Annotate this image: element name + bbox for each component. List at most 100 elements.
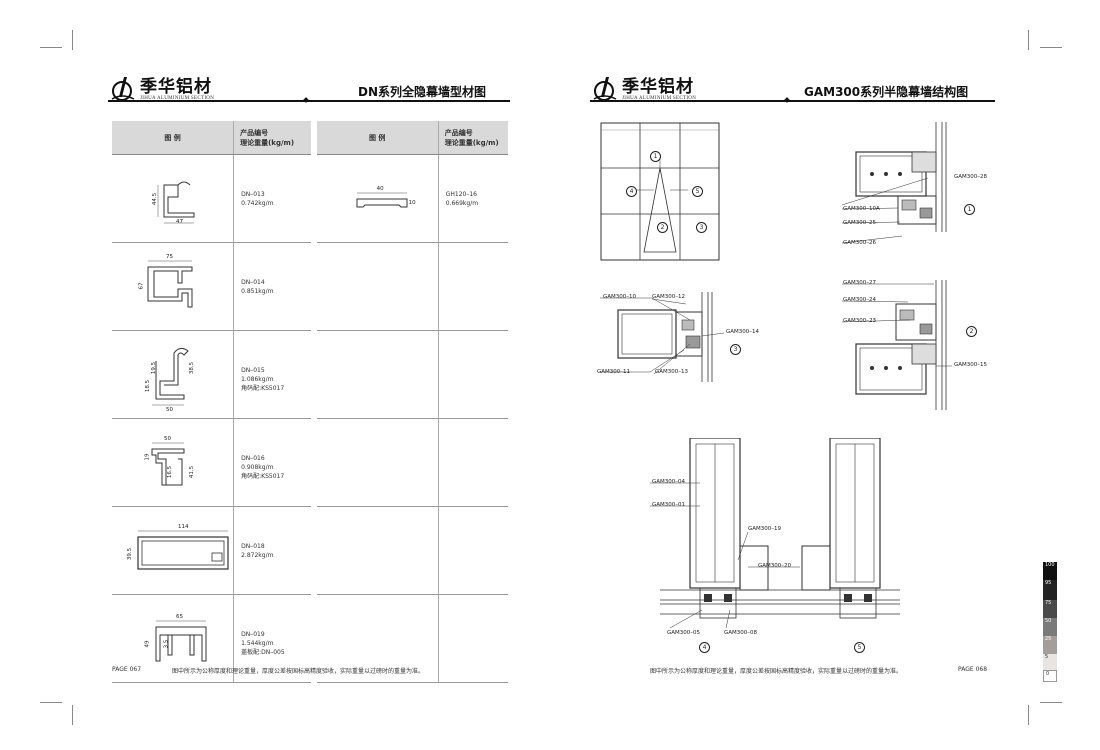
part-label: GAM300–23 xyxy=(843,318,877,324)
curtain-wall-elevation xyxy=(600,122,720,261)
profile-info-cell: DN–016 0.908kg/m 角码配:KS5017 xyxy=(233,418,311,507)
table-gap xyxy=(310,121,317,155)
callout-circle: 2 xyxy=(966,326,977,337)
part-label: GAM300–26 xyxy=(843,240,877,246)
part-label: GAM300–10 xyxy=(603,294,637,300)
page-title: DN系列全隐幕墙型材图 xyxy=(358,85,487,99)
profile-info xyxy=(440,596,507,630)
title-rule xyxy=(108,100,510,102)
page-title: GAM300系列半隐幕墙结构图 xyxy=(804,85,969,99)
profile-info xyxy=(440,244,507,278)
brand-emblem-icon xyxy=(111,77,135,101)
profile-drawing-cell xyxy=(316,242,439,331)
dim-label: 18.5 xyxy=(145,379,152,393)
dim-label: 19.5 xyxy=(151,361,158,375)
col-header-code-line2: 理论重量(kg/m) xyxy=(240,138,295,147)
crop-mark xyxy=(72,30,73,50)
title-rule-dot xyxy=(784,97,790,103)
profile-dn016-drawing xyxy=(151,442,185,486)
callout-circle: 1 xyxy=(650,151,661,162)
crop-mark xyxy=(40,47,62,48)
color-swatch: 0 xyxy=(1043,670,1057,682)
part-label: GAM300–12 xyxy=(652,294,686,300)
dim-label: 114 xyxy=(178,524,189,530)
profile-info xyxy=(440,420,507,454)
crop-mark xyxy=(72,705,73,725)
dim-label: 47 xyxy=(176,219,183,225)
brand-logo-left: 季华铝材 JIHUA ALUMINIUM SECTION xyxy=(108,75,214,103)
callout-circle: 4 xyxy=(626,186,637,197)
callout-circle: 3 xyxy=(696,222,707,233)
part-label: GAM300–08 xyxy=(724,630,758,636)
part-label: GAM300–04 xyxy=(652,479,686,485)
col-header-code: 产品编号 理论重量(kg/m) xyxy=(233,121,311,155)
profile-drawing-cell xyxy=(316,418,439,507)
profile-info xyxy=(440,508,507,542)
profile-drawing-cell: 75 67 xyxy=(112,242,235,331)
detail-4-5-section xyxy=(660,438,900,619)
color-swatch: 100 xyxy=(1043,562,1057,580)
swatch-label: 50 xyxy=(1045,618,1052,624)
part-label: GAM300–25 xyxy=(843,220,877,226)
profile-info-cell xyxy=(438,242,508,331)
table-row: 75 67 DN–014 0.851kg/m xyxy=(112,242,508,331)
crop-mark xyxy=(1028,705,1029,725)
callout-circle: 5 xyxy=(854,642,865,653)
dim-label: 49 xyxy=(144,640,151,648)
profile-drawing-cell xyxy=(316,594,439,683)
swatch-label: 75 xyxy=(1045,600,1052,606)
profile-info: GH120–16 0.669kg/m xyxy=(445,191,479,207)
part-label: GAM300–01 xyxy=(652,502,686,508)
profile-info-cell xyxy=(438,330,508,419)
crop-mark xyxy=(40,702,62,703)
profile-info-cell: DN–019 1.544kg/m 盖板配:DN–005 xyxy=(233,594,311,683)
callout-circle: 2 xyxy=(657,222,668,233)
dim-label: 44.5 xyxy=(152,192,159,206)
table-row: 50 16.5 41.5 19 DN–016 0.908kg/m 角码配:KS5… xyxy=(112,418,508,507)
profile-dn014-drawing xyxy=(147,260,193,308)
part-label: GAM300–05 xyxy=(667,630,701,636)
leader-lines xyxy=(600,177,952,629)
profile-info: DN–015 1.086kg/m 角码配:KS5017 xyxy=(241,367,285,392)
profile-table-left: 图 例 产品编号 理论重量(kg/m) 图 例 产品编号 理论重量(kg/m) … xyxy=(112,121,508,683)
profile-info-cell xyxy=(438,506,508,595)
dim-label: 39.5 xyxy=(127,547,134,561)
brand-english-name: JIHUA ALUMINIUM SECTION xyxy=(622,95,697,101)
col-header-legend: 图 例 xyxy=(112,121,235,155)
color-swatch: 95 xyxy=(1043,580,1057,600)
profile-info-cell: DN–014 0.851kg/m xyxy=(233,242,311,331)
dim-label: 40 xyxy=(376,186,384,192)
callout-circle: 3 xyxy=(730,344,741,355)
profile-info: DN–013 0.742kg/m xyxy=(241,191,274,207)
dim-label: 50 xyxy=(166,407,173,413)
swatch-label: 0 xyxy=(1046,671,1050,677)
color-swatch: 25 xyxy=(1043,636,1057,654)
profile-info-cell xyxy=(438,594,508,683)
swatch-label: 5 xyxy=(1045,654,1049,660)
dim-label: 50 xyxy=(164,436,171,442)
part-label: GAM300–14 xyxy=(726,329,760,335)
col-header-code: 产品编号 理论重量(kg/m) xyxy=(438,121,508,155)
detail-3-section xyxy=(617,292,713,382)
profile-info-cell xyxy=(438,418,508,507)
profile-info: DN–016 0.908kg/m 角码配:KS5017 xyxy=(241,455,285,480)
table-row: 19.5 38.5 18.5 50 DN–015 1.086kg/m 角码配:K… xyxy=(112,330,508,419)
brand-name: 季华铝材 xyxy=(622,76,694,97)
dim-label: 41.5 xyxy=(189,465,196,479)
title-rule xyxy=(590,100,995,102)
part-label: GAM300–20 xyxy=(758,563,792,569)
dim-label: 67 xyxy=(138,282,145,290)
dim-label: 10 xyxy=(408,200,416,206)
brand-english-name: JIHUA ALUMINIUM SECTION xyxy=(140,95,215,101)
profile-drawing-cell: 44.5 47 xyxy=(112,154,235,243)
profile-drawing-cell: 65 49 3.5 xyxy=(112,594,235,683)
callout-circle: 1 xyxy=(964,204,975,215)
profile-drawing-cell: 19.5 38.5 18.5 50 xyxy=(112,330,235,419)
dim-label: 3.5 xyxy=(163,639,170,649)
profile-info-cell: GH120–16 0.669kg/m xyxy=(438,154,508,243)
color-swatch: 5 xyxy=(1043,654,1057,670)
part-label: GAM300–24 xyxy=(843,297,877,303)
callout-circle: 5 xyxy=(692,186,703,197)
brand-name: 季华铝材 xyxy=(140,76,212,97)
dim-label: 75 xyxy=(166,254,173,260)
